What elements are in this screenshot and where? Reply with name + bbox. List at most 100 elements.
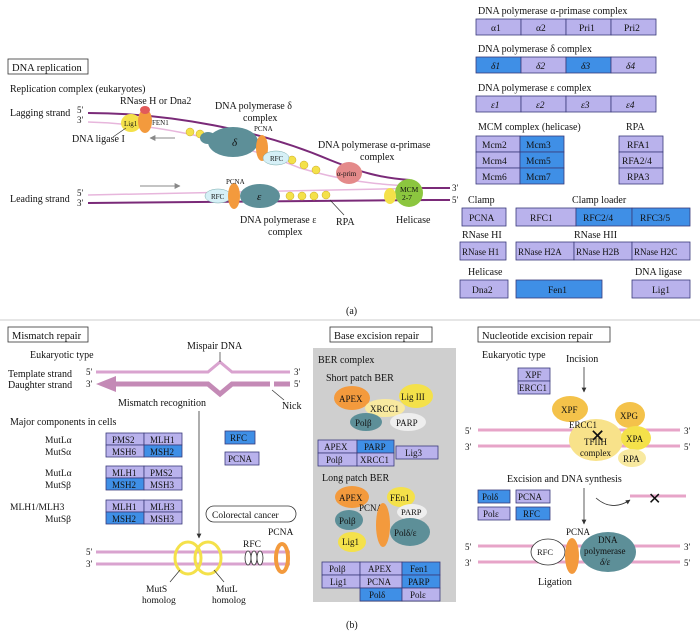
rpa-pointer bbox=[329, 199, 345, 216]
eps-row: ε1 ε2 ε3 ε4 bbox=[475, 95, 657, 113]
delta-1: δ1 bbox=[491, 62, 500, 72]
mutl-homolog-ring bbox=[193, 540, 223, 576]
alpha-2: α2 bbox=[536, 24, 546, 34]
ner-rpa bbox=[618, 449, 646, 467]
ber-t2-pole: Polε bbox=[410, 590, 426, 600]
ner-3-bottom: 3′ bbox=[465, 558, 472, 568]
short-polb bbox=[350, 413, 382, 431]
short-xrcc1-label: XRCC1 bbox=[370, 404, 399, 414]
mutsb-2: MutSβ bbox=[45, 515, 71, 525]
mmr-right-3: 3′ bbox=[294, 367, 301, 377]
long-lig1-label: Lig1 bbox=[342, 537, 359, 547]
msh2-3: MSH2 bbox=[112, 514, 136, 524]
primase-label-2: complex bbox=[360, 152, 394, 163]
rfc-label-mmr: RFC bbox=[243, 540, 261, 550]
rh2-title: RNase HII bbox=[574, 230, 617, 241]
ner-5-bottom-right: 5′ bbox=[684, 558, 691, 568]
ner-title: Nucleotide excision repair bbox=[482, 331, 593, 342]
msh3-2: MSH3 bbox=[150, 514, 175, 524]
lagging-strand-label: Lagging strand bbox=[10, 108, 70, 119]
daughter-label: Daughter strand bbox=[8, 380, 72, 391]
lig1-protein-label: Lig1 bbox=[124, 120, 138, 128]
panel-a: DNA replication Replication complex (euk… bbox=[7, 6, 691, 317]
ner-rfc2-label: RFC bbox=[537, 547, 553, 557]
daughter-3: 3′ bbox=[86, 379, 93, 389]
panel-a-title-box bbox=[7, 58, 89, 75]
long-pold-e-label: Polδ/ε bbox=[394, 528, 417, 538]
recognition-label: Mismatch recognition bbox=[118, 398, 206, 409]
long-apex bbox=[335, 486, 369, 508]
colorectal-label: Colorectal cancer bbox=[212, 511, 280, 521]
rfc2-4: RFC2/4 bbox=[583, 214, 613, 224]
ner-rfc-blob bbox=[530, 538, 566, 566]
rpa-label: RPA bbox=[336, 217, 355, 228]
ber-table-1: APEX PARP Polβ XRCC1 Lig3 bbox=[317, 439, 439, 467]
delta-4: δ4 bbox=[626, 62, 635, 72]
panel-a-caption: (a) bbox=[346, 306, 357, 317]
eps-title: DNA polymerase ε complex bbox=[478, 83, 591, 94]
rh2c: RNase H2C bbox=[634, 247, 677, 257]
pcna-ring-leading bbox=[228, 183, 240, 209]
rnase-h-label: RNase H or Dna2 bbox=[120, 96, 191, 107]
alpha-1: α1 bbox=[491, 24, 501, 34]
pol-delta-small bbox=[200, 132, 216, 144]
msh2-1: MSH2 bbox=[150, 447, 174, 457]
long-parp bbox=[397, 504, 427, 520]
long-pcna-label: PCNA bbox=[359, 503, 384, 513]
clamp-value: PCNA bbox=[469, 214, 494, 224]
long-polb bbox=[335, 510, 363, 530]
ber-grey-panel bbox=[313, 348, 456, 602]
rfc1: RFC1 bbox=[530, 214, 553, 224]
nucleotide-excision-repair-section: Nucleotide excision repair Eukaryotic ty… bbox=[465, 326, 691, 588]
dna-ligase-pointer bbox=[112, 127, 127, 138]
mcm2: Mcm2 bbox=[482, 141, 507, 151]
loader-title: Clamp loader bbox=[572, 195, 627, 206]
lagging-3-label: 3′ bbox=[77, 115, 84, 125]
mcm4: Mcm4 bbox=[482, 157, 507, 167]
long-patch-label: Long patch BER bbox=[322, 473, 390, 484]
rh1-cell bbox=[459, 241, 507, 261]
dna-ligase-label: DNA ligase I bbox=[72, 134, 125, 145]
mcm-label-2: 2-7 bbox=[402, 193, 412, 202]
mmr-title-box bbox=[7, 326, 89, 343]
short-polb-label: Polβ bbox=[355, 418, 372, 428]
ner-3-bottom-right: 3′ bbox=[684, 542, 691, 552]
clamp-cell bbox=[461, 207, 507, 227]
pol-epsilon-symbol: ε bbox=[257, 191, 262, 203]
downstream-3-label: 3′ bbox=[452, 183, 459, 193]
helicase-value: Dna2 bbox=[472, 286, 493, 296]
ber-table-2: Polβ APEX Fen1 Lig1 PCNA PARP Polδ Polε bbox=[321, 561, 441, 602]
pri-2: Pri2 bbox=[624, 24, 640, 34]
ber-t1-polb: Polβ bbox=[326, 455, 343, 465]
ber-t2-fen1: Fen1 bbox=[410, 564, 428, 574]
ner-tfiih bbox=[569, 419, 623, 461]
ber-t2-pold: Polδ bbox=[369, 590, 385, 600]
pcna-ring-mmr bbox=[274, 542, 290, 574]
excision-label: Excision and DNA synthesis bbox=[507, 474, 622, 485]
pol-eps-label-2: complex bbox=[268, 227, 302, 238]
long-apex-label: APEX bbox=[339, 493, 363, 503]
rh1-title: RNase HI bbox=[462, 230, 502, 241]
rnase-h-protein bbox=[138, 109, 152, 133]
ner-xpg bbox=[615, 402, 645, 428]
ner-5-top: 5′ bbox=[465, 426, 472, 436]
pol-delta-symbol: δ bbox=[232, 137, 238, 149]
base-excision-repair-section: Base excision repair BER complex Short p… bbox=[313, 326, 456, 602]
panel-a-title: DNA replication bbox=[12, 63, 82, 74]
ner-ercc1-label: ERCC1 bbox=[569, 420, 597, 430]
fen1-protein-label: FEN1 bbox=[152, 119, 169, 127]
mutla-2: MutLα bbox=[45, 469, 72, 479]
pol-delta-label-1: DNA polymerase δ bbox=[215, 101, 292, 112]
ner-rfc: RFC bbox=[523, 509, 540, 519]
eps-4: ε4 bbox=[626, 101, 635, 111]
eps-1: ε1 bbox=[491, 101, 500, 111]
rh2a: RNase H2A bbox=[518, 247, 562, 257]
downstream-5-label: 5′ bbox=[452, 195, 459, 205]
mmr-template-strand bbox=[96, 360, 290, 374]
pol-delta-label-2: complex bbox=[243, 113, 277, 124]
mlh-mlh3-label: MLH1/MLH3 bbox=[10, 503, 65, 513]
short-parp-label: PARP bbox=[396, 418, 418, 428]
rfc-leading-label: RFC bbox=[211, 193, 225, 201]
ligase-title: DNA ligase bbox=[635, 267, 683, 278]
